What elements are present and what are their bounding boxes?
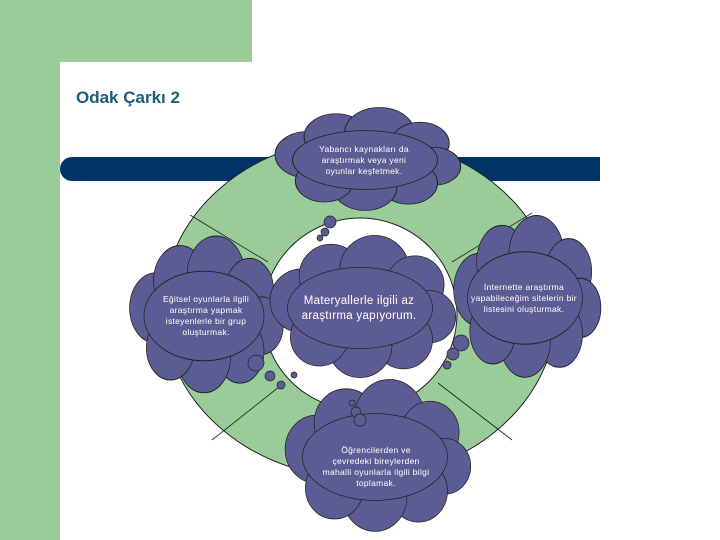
left-accent-bar	[0, 0, 60, 540]
idea-text-top: Yabancı kaynakları da araştırmak veya ye…	[319, 143, 409, 176]
idea-text-right: İnternette araştırma yapabileceğim sitel…	[471, 281, 577, 314]
thought-bubbles-left	[247, 354, 298, 390]
center-text: Materyallerle ilgili az araştırma yapıyo…	[301, 295, 417, 322]
thought-bubbles-bottom	[348, 399, 367, 427]
slide-title: Odak Çarkı 2	[76, 88, 180, 107]
thought-bubbles-right	[442, 334, 470, 370]
top-accent-bar	[60, 0, 252, 62]
thought-bubbles-top	[316, 215, 337, 242]
idea-text-bottom: Öğrencilerden ve çevredeki bireylerden m…	[322, 445, 430, 488]
idea-text-left: Eğitsel oyunlarla ilgili araştırma yapma…	[162, 294, 250, 337]
